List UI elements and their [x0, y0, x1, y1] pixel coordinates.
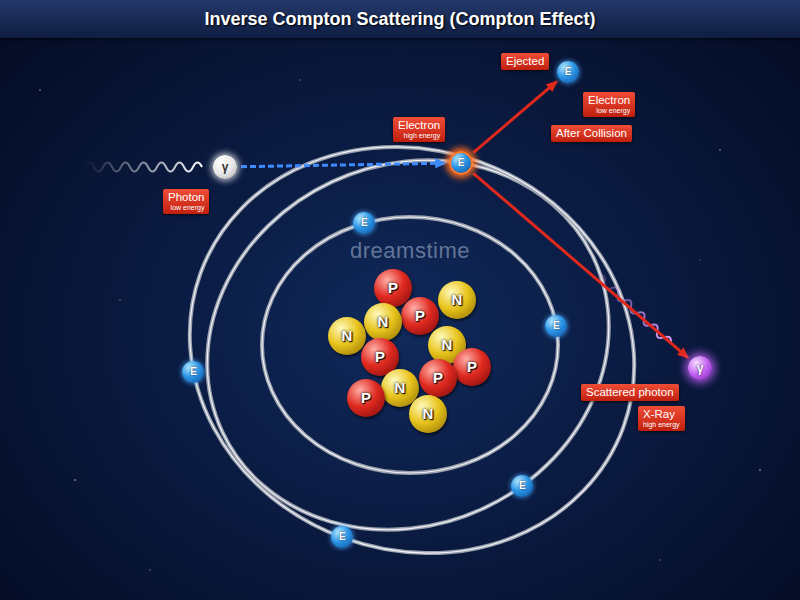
label-box: Electronlow energy: [583, 92, 635, 117]
neutron: N: [328, 317, 366, 355]
star: [719, 149, 721, 151]
particle-symbol: E: [545, 315, 567, 337]
label-box: Scattered photon: [581, 384, 679, 401]
orbits: [132, 85, 692, 600]
particle-symbol: E: [511, 475, 533, 497]
label-box: X-Rayhigh energy: [638, 406, 685, 431]
connector-arrow: [473, 82, 556, 153]
photon: γ: [213, 155, 237, 179]
label-text: After Collision: [556, 127, 627, 140]
star: [149, 569, 151, 571]
label-subtext: high energy: [398, 132, 440, 140]
proton: P: [401, 297, 439, 335]
neutron: N: [438, 281, 476, 319]
electron: E: [353, 212, 375, 234]
particle-symbol: E: [331, 526, 353, 548]
particle-symbol: E: [451, 153, 471, 173]
star: [299, 79, 300, 80]
star: [119, 299, 120, 300]
star: [699, 259, 700, 260]
electron: E: [182, 361, 204, 383]
label-subtext: low energy: [588, 107, 630, 115]
particle-symbol: P: [347, 379, 385, 417]
electron: E: [511, 475, 533, 497]
star: [74, 479, 76, 481]
label-text: Scattered photon: [586, 386, 674, 399]
star: [39, 89, 41, 91]
particle-symbol: γ: [213, 155, 237, 179]
label-text: Electron: [588, 94, 630, 107]
particle-symbol: N: [328, 317, 366, 355]
particle-symbol: E: [182, 361, 204, 383]
photon-wave: [85, 163, 202, 172]
orbit: [146, 95, 670, 595]
orbit: [262, 217, 558, 473]
label-text: Photon: [168, 191, 204, 204]
particle-symbol: P: [453, 348, 491, 386]
proton: P: [453, 348, 491, 386]
label-text: Electron: [398, 119, 440, 132]
label-box: After Collision: [551, 125, 632, 142]
particle-symbol: γ: [688, 356, 712, 380]
connector-arrow: [241, 163, 445, 167]
orbit-highlight: [262, 217, 558, 473]
label-box: Photonlow energy: [163, 189, 209, 214]
particle-symbol: P: [419, 359, 457, 397]
particle-symbol: N: [364, 303, 402, 341]
particle-symbol: E: [353, 212, 375, 234]
particle-symbol: N: [409, 395, 447, 433]
star: [659, 559, 660, 560]
particle-symbol: P: [401, 297, 439, 335]
label-subtext: high energy: [643, 421, 680, 429]
photon: γ: [688, 356, 712, 380]
proton: P: [347, 379, 385, 417]
label-box: Electronhigh energy: [393, 117, 445, 142]
orbit-highlight: [132, 85, 692, 600]
label-text: Ejected: [506, 55, 544, 68]
particle-symbol: N: [438, 281, 476, 319]
connector-arrow: [473, 173, 688, 357]
stars: [39, 79, 761, 571]
label-text: X-Ray: [643, 408, 680, 421]
label-box: Ejected: [501, 53, 549, 70]
electron: E: [331, 526, 353, 548]
title: Inverse Compton Scattering (Compton Effe…: [204, 9, 595, 30]
orbit-highlight: [146, 95, 670, 595]
orbit: [132, 85, 692, 600]
title-bar: Inverse Compton Scattering (Compton Effe…: [0, 0, 800, 38]
neutron: N: [409, 395, 447, 433]
star: [759, 469, 761, 471]
label-subtext: low energy: [168, 204, 204, 212]
neutron: N: [364, 303, 402, 341]
proton: P: [419, 359, 457, 397]
electron: E: [545, 315, 567, 337]
particle-symbol: E: [557, 61, 579, 83]
electron: E: [557, 61, 579, 83]
electron: E: [449, 151, 473, 175]
watermark: dreamstime: [350, 240, 470, 262]
